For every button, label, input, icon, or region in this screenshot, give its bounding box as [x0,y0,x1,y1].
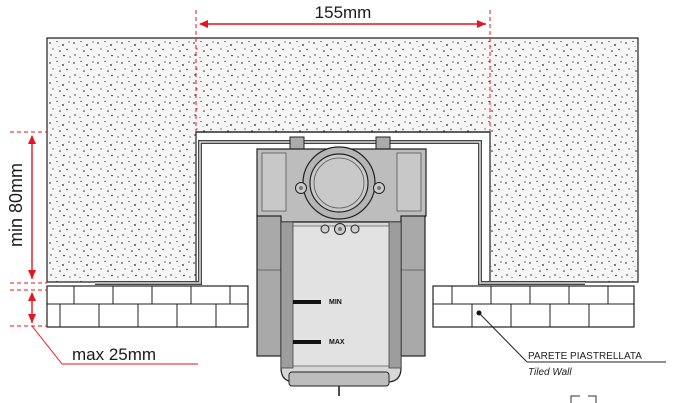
wall-callout-sublabel: Tiled Wall [528,367,572,378]
max-mark-label: MAX [329,339,345,346]
device-body [256,136,427,396]
tile-dimension-label: max 25mm [72,345,156,364]
width-dimension-label: 155mm [315,3,372,22]
min-mark-label: MIN [329,299,342,306]
tile-dimension [10,289,198,365]
tiles-left [46,285,249,328]
max-mark-bar [293,340,321,344]
wall-callout-label: PARETE PIASTRELLATA [528,351,642,362]
tiles-right [432,285,635,328]
mounting-bracket-inner [95,141,585,284]
depth-dimension-label: min 80mm [6,163,26,247]
wall-callout [476,310,666,363]
depth-dimension [10,131,47,284]
corner-mark-icon [570,395,597,403]
width-dimension [195,10,491,132]
min-mark-bar [293,300,321,304]
